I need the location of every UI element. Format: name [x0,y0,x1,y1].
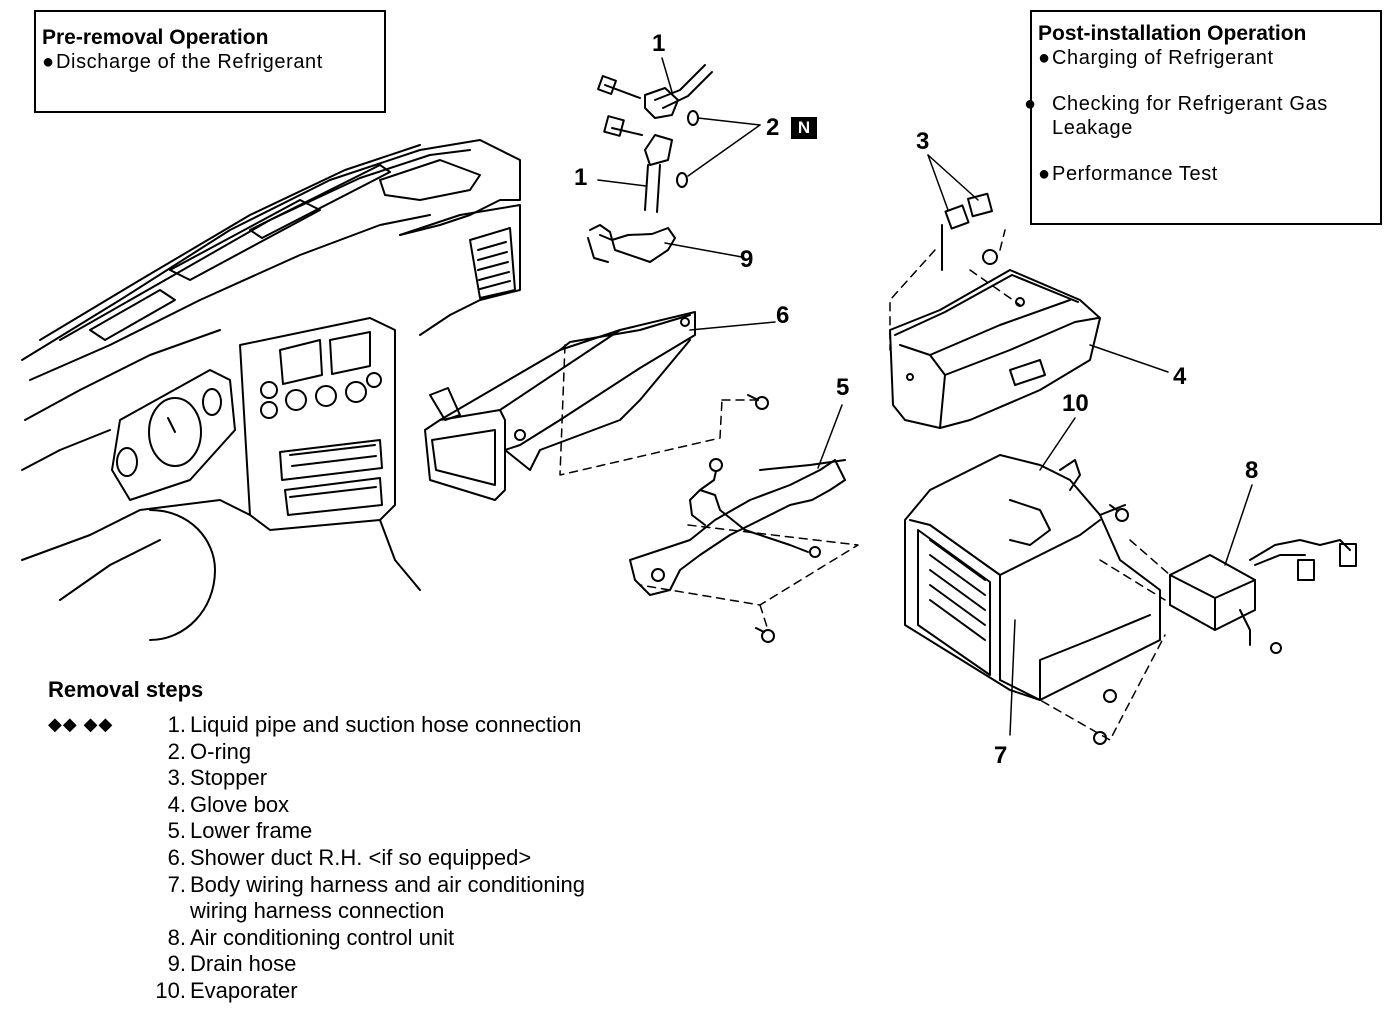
glove-box-illustration [889,269,1101,429]
callout-4: 4 [1173,363,1187,390]
callout-1-mid: 1 [574,164,588,191]
pre-removal-title: Pre-removal Operation [42,26,269,49]
pre-removal-item: ●Discharge of the Refrigerant [42,51,323,73]
stopper-illustration [941,192,998,271]
control-unit-illustration [1169,539,1357,654]
n-badge-icon: N [791,117,817,139]
post-installation-box: Post-installation Operation ●Charging of… [1024,10,1382,225]
post-installation-item: ●Performance Test [1038,163,1218,185]
callout-1-top: 1 [652,30,666,57]
post-installation-item: ●Checking for Refrigerant Gas Leakage [1024,93,1328,139]
pre-removal-box: Pre-removal Operation ●Discharge of the … [34,10,386,113]
removal-step: 8.Air conditioning control unit [167,924,455,950]
removal-step: 10.Evaporater [155,977,298,1003]
removal-step: 9.Drain hose [167,951,297,977]
removal-step: 5.Lower frame [167,818,313,844]
callout-10: 10 [1062,390,1089,417]
diamond-arrows-icon: ◆◆ ◆◆ [48,714,114,734]
callout-2: 2 [766,114,780,141]
bolt-illustrations [747,394,1129,745]
evaporator-illustration [904,454,1161,701]
removal-step: 1.Liquid pipe and suction hose connectio… [167,712,582,737]
callout-7: 7 [994,742,1008,769]
callout-8: 8 [1245,457,1259,484]
pipe-connection-illustration [587,64,713,263]
alignment-dashes [559,229,1171,741]
removal-steps-list: 1.Liquid pipe and suction hose connectio… [146,712,585,1005]
callout-9: 9 [740,246,754,273]
removal-step: 4.Glove box [167,791,290,817]
removal-step: 7.Body wiring harness and air conditioni… [167,871,586,924]
removal-step: 2.O-ring [167,738,252,764]
callout-6: 6 [776,302,790,329]
callout-5: 5 [836,374,850,401]
dashboard-illustration [21,139,521,641]
post-installation-title: Post-installation Operation [1038,22,1307,45]
removal-step: 6.Shower duct R.H. <if so equipped> [167,844,532,870]
callout-3: 3 [916,128,930,155]
lower-frame-illustration [629,458,846,596]
post-installation-item: ●Charging of Refrigerant [1038,47,1274,69]
removal-steps-title: Removal steps [48,677,204,702]
leader-lines [597,57,1253,736]
shower-duct-illustration [424,311,696,501]
removal-step: 3.Stopper [167,765,268,791]
